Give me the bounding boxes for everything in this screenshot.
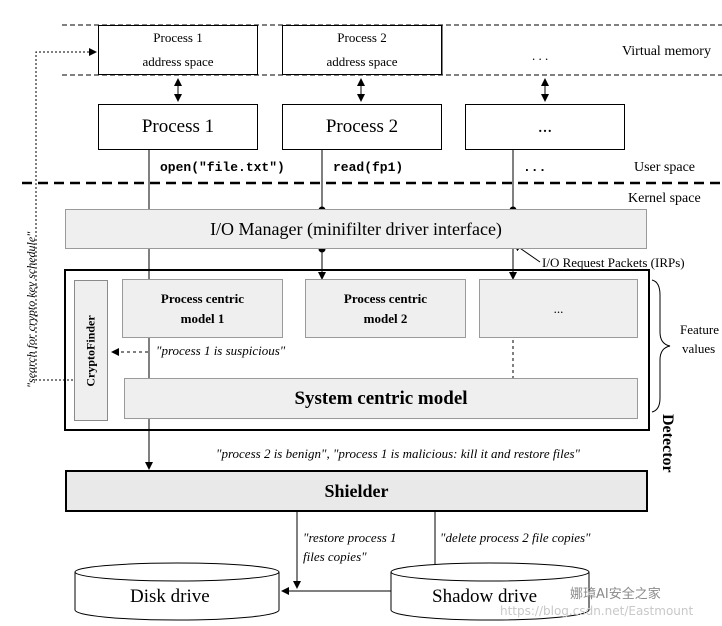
pcm1-line1: Process centric: [160, 290, 245, 306]
process2-box: Process 2: [282, 104, 442, 150]
feature-values-label-2: values: [682, 341, 716, 356]
restore-message-1: "restore process 1: [303, 530, 397, 545]
feature-values-brace: [651, 279, 671, 413]
p1-as-line1: Process 1: [153, 30, 203, 45]
irp-label: I/O Request Packets (IRPs): [542, 255, 685, 270]
process-centric-model-1: Process centric model 1: [122, 279, 283, 338]
process1-box: Process 1: [98, 104, 258, 150]
restore-message-2: files copies": [303, 549, 367, 564]
process2-address-space: Process 2 address space: [282, 25, 442, 75]
delete-message: "delete process 2 file copies": [440, 530, 591, 545]
process-centric-model-more: ...: [479, 279, 638, 338]
cryptofinder-label: CryptoFinder: [83, 314, 98, 387]
shielder-box: Shielder: [65, 470, 648, 512]
suspicious-message: "process 1 is suspicious": [156, 343, 286, 358]
user-space-label: User space: [634, 160, 696, 175]
virtual-memory-label: Virtual memory: [622, 44, 711, 59]
pcm2-line1: Process centric: [343, 290, 428, 306]
process3-box: ...: [465, 104, 625, 150]
shielder-to-disk-line: [293, 512, 301, 589]
p2-as-line2: address space: [326, 54, 398, 69]
system-centric-model: System centric model: [124, 378, 638, 419]
watermark-url: https://blog.csdn.net/Eastmount: [500, 604, 694, 618]
cryptofinder-box: CryptoFinder: [74, 280, 108, 421]
syscall-read: read(fp1): [333, 160, 404, 175]
shadow-drive-label: Shadow drive: [432, 586, 538, 607]
address-space-ellipsis: . . .: [532, 48, 549, 63]
verdict-message: "process 2 is benign", "process 1 is mal…: [216, 446, 581, 461]
detector-label: Detector: [659, 414, 676, 473]
search-key-arrow: [35, 48, 97, 381]
detector-box: [64, 269, 650, 431]
watermark-brand: 娜璋AI安全之家: [570, 587, 661, 602]
process1-address-space: Process 1 address space: [98, 25, 258, 75]
disk-drive-label: Disk drive: [130, 586, 210, 607]
p1-as-line2: address space: [142, 54, 214, 69]
io-manager-box: I/O Manager (minifilter driver interface…: [65, 209, 647, 249]
feature-values-label-1: Feature: [680, 322, 719, 337]
pcm2-line2: model 2: [363, 310, 408, 326]
disk-drive-cylinder: [74, 562, 280, 621]
search-key-note: "search for crypto key schedule": [24, 231, 38, 388]
p2-as-line1: Process 2: [337, 30, 387, 45]
kernel-space-label: Kernel space: [628, 191, 701, 206]
syscall-open: open("file.txt"): [160, 160, 285, 175]
process-centric-model-2: Process centric model 2: [305, 279, 466, 338]
pcm1-line2: model 1: [180, 310, 225, 326]
syscall-ellipsis: ...: [523, 160, 547, 175]
shadow-drive-cylinder: [390, 562, 590, 621]
